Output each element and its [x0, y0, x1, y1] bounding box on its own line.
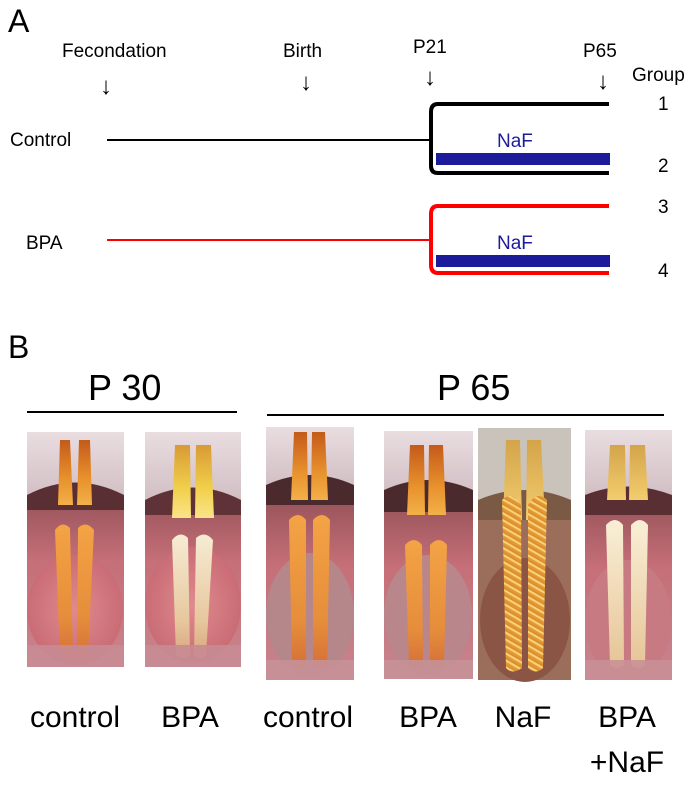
tooth-photo-p65-bpa — [384, 431, 473, 679]
bpa-branch-bracket — [429, 204, 609, 275]
timeline-label-fecondation: Fecondation — [62, 41, 167, 62]
row-label-control: Control — [10, 130, 71, 151]
panel-letter-a: A — [8, 3, 30, 39]
group-number-3: 3 — [658, 197, 669, 218]
naf-treatment-bar-group-4 — [436, 255, 610, 267]
arrow-down-icon: ↓ — [300, 69, 312, 96]
caption-p65-bpa-naf-line2: +NaF — [590, 746, 664, 779]
tooth-photo-p65-control — [266, 427, 354, 680]
naf-treatment-bar-group-2 — [436, 153, 610, 165]
timeline-label-p21: P21 — [413, 37, 447, 58]
caption-p65-bpa-naf-line1: BPA — [598, 701, 656, 734]
tooth-photo-p30-control — [27, 432, 124, 667]
age-label-p30: P 30 — [88, 367, 161, 408]
tooth-photo-p65-bpa-naf — [585, 430, 672, 680]
arrow-down-icon: ↓ — [424, 64, 436, 91]
caption-p65-bpa: BPA — [399, 701, 457, 734]
arrow-down-icon: ↓ — [597, 68, 609, 95]
age-label-p65: P 65 — [437, 367, 510, 408]
naf-label-group-4: NaF — [497, 233, 533, 254]
naf-label-group-2: NaF — [497, 131, 533, 152]
group-number-4: 4 — [658, 261, 669, 282]
tooth-photo-p30-bpa — [145, 432, 241, 667]
group-header: Group — [632, 65, 685, 86]
timeline-label-p65: P65 — [583, 41, 617, 62]
arrow-down-icon: ↓ — [100, 73, 112, 100]
row-label-bpa: BPA — [26, 233, 63, 254]
panel-letter-b: B — [8, 329, 29, 365]
caption-p30-bpa: BPA — [161, 701, 219, 734]
tooth-photo-p65-naf — [478, 428, 571, 682]
control-branch-bracket — [429, 102, 609, 175]
caption-p65-naf: NaF — [495, 701, 552, 734]
caption-p65-control: control — [263, 701, 353, 734]
caption-p30-control: control — [30, 701, 120, 734]
group-number-1: 1 — [658, 94, 669, 115]
timeline-label-birth: Birth — [283, 41, 322, 62]
group-number-2: 2 — [658, 156, 669, 177]
